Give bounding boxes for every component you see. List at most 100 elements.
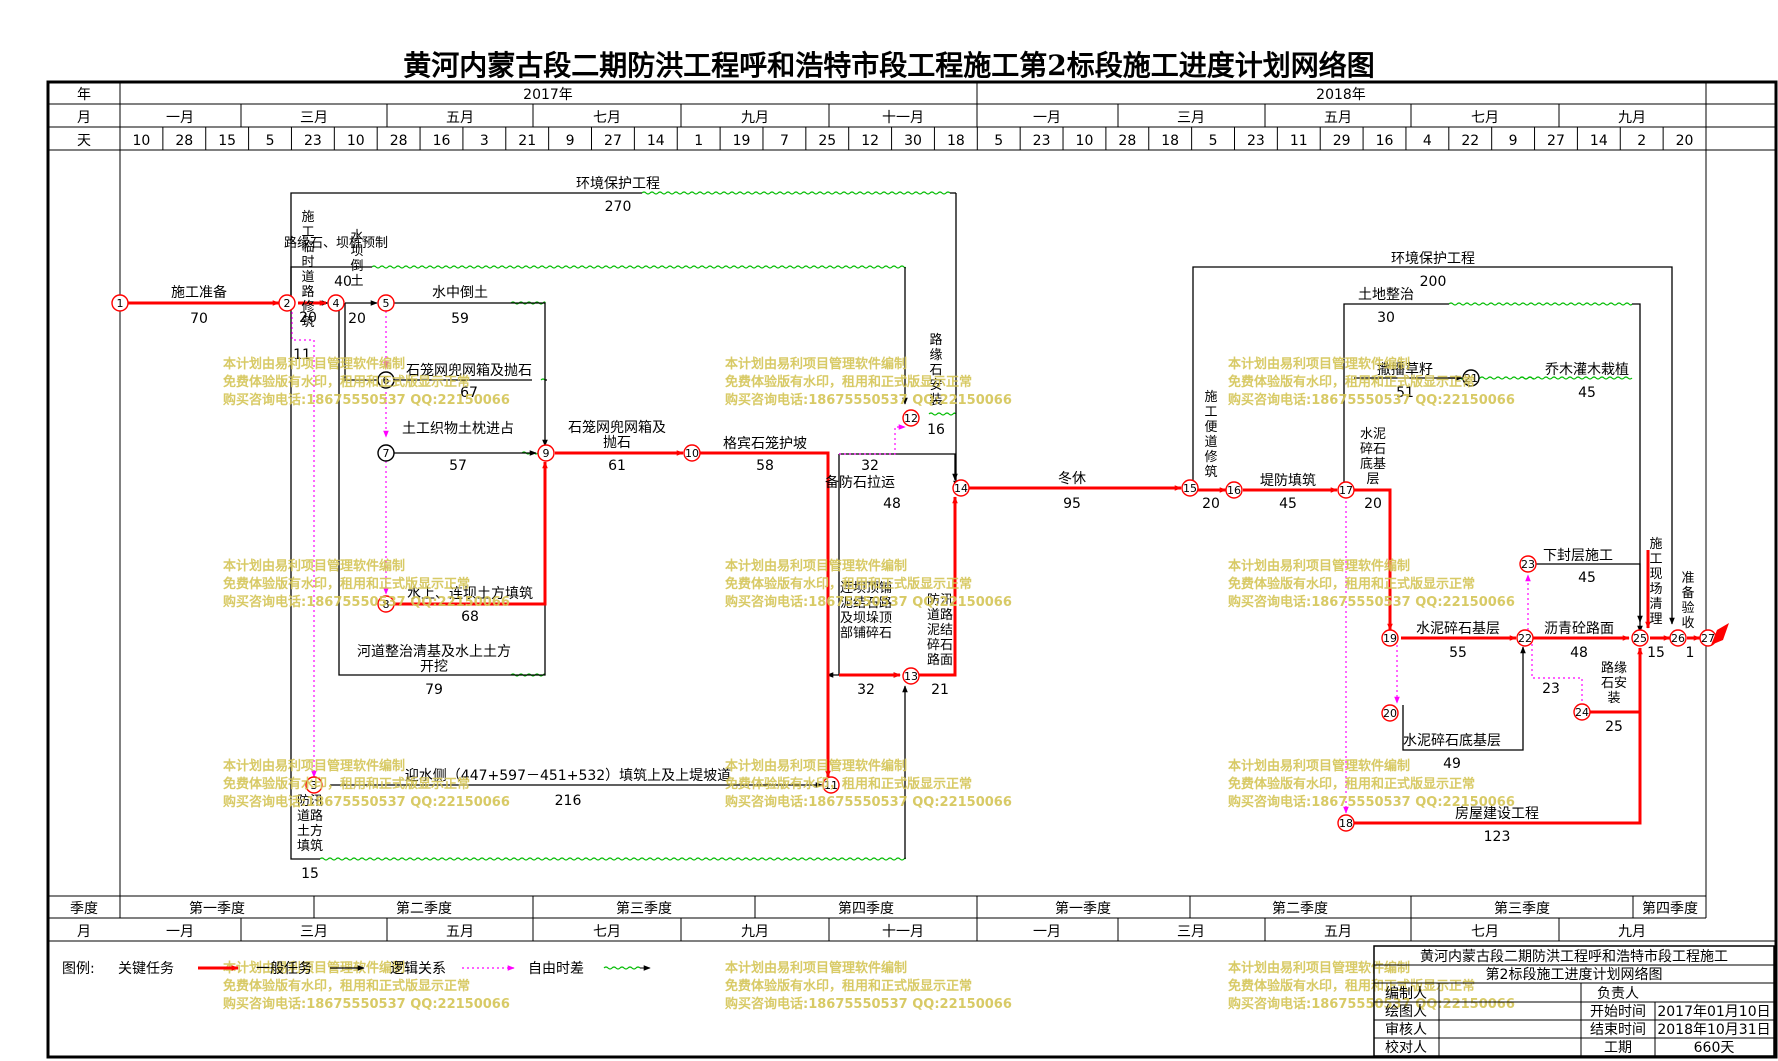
event-node-circle xyxy=(1381,629,1399,647)
activity-duration: 30 xyxy=(1377,310,1395,326)
event-node-number: 19 xyxy=(1383,632,1397,645)
watermark-line: 免费体验版有水印，租用和正式版显示正常 xyxy=(223,576,470,592)
activity-name: 乔木灌木栽植 xyxy=(1545,362,1629,378)
watermark-line: 购买咨询电话:18675550537 QQ:22150066 xyxy=(223,794,510,810)
event-node-number: 14 xyxy=(954,482,968,495)
month-dividers xyxy=(240,104,1707,127)
activity-duration: 45 xyxy=(1279,496,1297,512)
event-node-number: 13 xyxy=(904,670,918,683)
reviewer-label: 审核人 xyxy=(1385,1022,1427,1038)
svg-text:施工临时道路修筑: 施工临时道路修筑 xyxy=(301,210,314,330)
activity-duration: 95 xyxy=(1063,496,1081,512)
activity-duration: 270 xyxy=(605,199,632,215)
activity-duration: 48 xyxy=(883,496,901,512)
activity-duration: 58 xyxy=(756,458,774,474)
event-node-number: 25 xyxy=(1633,632,1647,645)
month-label: 五月 xyxy=(446,924,474,940)
event-node-circle xyxy=(377,595,395,613)
free-float-value: 23 xyxy=(1542,681,1560,697)
critical-path-lines xyxy=(128,300,1701,825)
day-label: 5 xyxy=(266,133,275,149)
start-label: 开始时间 xyxy=(1590,1004,1646,1020)
event-node-circle xyxy=(1669,629,1687,647)
activity-duration: 57 xyxy=(449,458,467,474)
event-node-circle xyxy=(278,294,296,312)
activity-name: 连坝顶铺泥结石路及坝垛顶部铺碎石 xyxy=(840,580,892,641)
row-label-month: 月 xyxy=(77,110,91,126)
event-node-circle xyxy=(683,444,701,462)
responsible-label: 负责人 xyxy=(1597,986,1639,1002)
activity-name: 堤防填筑 xyxy=(1260,473,1316,489)
drawer-label: 绘图人 xyxy=(1385,1004,1427,1020)
watermark-line: 本计划由易利项目管理软件编制 xyxy=(725,558,907,574)
event-node-circle xyxy=(902,409,920,427)
event-node-circle xyxy=(1519,555,1537,573)
day-label: 23 xyxy=(304,133,322,149)
month-label: 九月 xyxy=(1618,110,1646,126)
activity-name: 水泥碎石底基层 xyxy=(1403,732,1501,749)
watermark-line: 本计划由易利项目管理软件编制 xyxy=(223,960,405,976)
day-label: 14 xyxy=(647,133,665,149)
activity-name: 土工织物土枕进占 xyxy=(402,421,514,437)
month-label: 七月 xyxy=(1471,110,1499,126)
event-node-number: 18 xyxy=(1339,817,1353,830)
activity-name: 撒播草籽 xyxy=(1377,362,1433,378)
activity-name: 备防石拉运 xyxy=(825,474,895,491)
day-label: 27 xyxy=(604,133,622,149)
event-node-circle xyxy=(327,294,345,312)
start-value: 2017年01月10日 xyxy=(1657,1004,1770,1020)
day-label: 28 xyxy=(390,133,408,149)
day-label: 10 xyxy=(1076,133,1094,149)
day-label: 30 xyxy=(904,133,922,149)
watermark-line: 免费体验版有水印，租用和正式版显示正常 xyxy=(223,776,470,792)
activity-duration: 59 xyxy=(451,311,469,327)
svg-text:连坝顶铺泥结石路及坝垛顶部铺碎石: 连坝顶铺泥结石路及坝垛顶部铺碎石 xyxy=(840,580,892,641)
event-node-number: 5 xyxy=(383,297,390,310)
quarter-label: 第四季度 xyxy=(838,900,894,917)
event-node-number: 27 xyxy=(1701,632,1715,645)
quarter-label: 第二季度 xyxy=(396,900,452,917)
event-node-number: 15 xyxy=(1183,482,1197,495)
day-label: 14 xyxy=(1590,133,1608,149)
footer-row-quarter: 季度 xyxy=(70,901,98,917)
activity-name: 路缘石安装 xyxy=(1601,660,1627,706)
end-label: 结束时间 xyxy=(1590,1022,1646,1038)
activity-name: 防汛道路土方填筑 xyxy=(297,793,323,854)
event-node-number: 23 xyxy=(1521,558,1535,571)
month-label: 五月 xyxy=(1324,110,1352,126)
event-node-number: 10 xyxy=(685,447,699,460)
day-label: 19 xyxy=(733,133,751,149)
event-node-number: 22 xyxy=(1518,632,1532,645)
day-label: 29 xyxy=(1333,133,1351,149)
activity-duration: 70 xyxy=(190,311,208,327)
activity-duration: 15 xyxy=(1647,645,1665,661)
watermark-line: 本计划由易利项目管理软件编制 xyxy=(223,356,405,372)
free-float-value: 11 xyxy=(293,347,311,363)
event-node-circle xyxy=(377,294,395,312)
month-label: 九月 xyxy=(1618,924,1646,940)
watermark-line: 本计划由易利项目管理软件编制 xyxy=(725,356,907,372)
activity-duration: 200 xyxy=(1420,274,1447,290)
legend-float-swatch xyxy=(603,966,641,970)
day-label: 27 xyxy=(1547,133,1565,149)
svg-text:水泥碎石底基层: 水泥碎石底基层 xyxy=(1360,427,1386,487)
watermark-line: 购买咨询电话:18675550537 QQ:22150066 xyxy=(223,996,510,1012)
activity-name: 下封层施工 xyxy=(1543,548,1613,564)
watermark-line: 免费体验版有水印，租用和正式版显示正常 xyxy=(1228,776,1475,792)
event-node-circle xyxy=(1516,629,1534,647)
quarter-label: 第四季度 xyxy=(1642,900,1698,917)
activity-name: 施工临时道路修筑 xyxy=(301,210,314,330)
activity-name: 格宾石笼护坡 xyxy=(723,435,807,452)
logic-relation-lines xyxy=(291,311,1585,814)
activity-name: 施工便道修筑 xyxy=(1204,390,1217,480)
activity-name: 房屋建设工程 xyxy=(1455,806,1539,822)
day-label: 23 xyxy=(1247,133,1265,149)
activity-name: 水泥碎石底基层 xyxy=(1360,427,1386,487)
svg-text:准备验收: 准备验收 xyxy=(1681,571,1694,631)
event-node-number: 21 xyxy=(1464,372,1478,385)
svg-text:路缘石安装: 路缘石安装 xyxy=(1601,660,1627,706)
day-label: 28 xyxy=(175,133,193,149)
svg-text:施工便道修筑: 施工便道修筑 xyxy=(1204,390,1217,480)
event-node-circle xyxy=(537,444,555,462)
quarter-label: 第三季度 xyxy=(1494,900,1550,917)
